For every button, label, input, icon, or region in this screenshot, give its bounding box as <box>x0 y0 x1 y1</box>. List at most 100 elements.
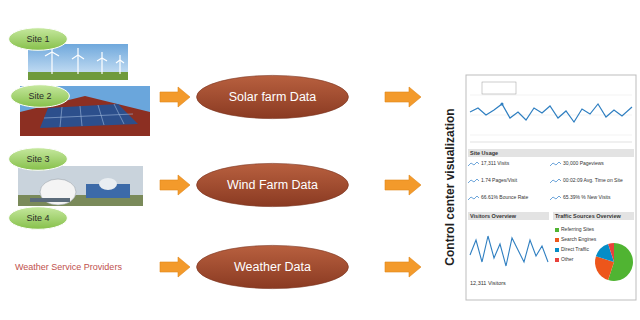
axis <box>470 142 632 143</box>
turbine-pole <box>77 55 78 74</box>
site-label: Site 1 <box>26 34 49 44</box>
grid-line <box>60 107 62 127</box>
turbine-blade <box>52 52 59 56</box>
turbines <box>45 44 124 74</box>
data-ellipse-shape <box>197 163 349 206</box>
dashboard-text: 17,311 Visits <box>481 161 509 167</box>
block-arrow <box>160 257 190 277</box>
site-oval: Site 3 <box>8 147 68 171</box>
sparkline <box>550 196 561 200</box>
turbine-blade <box>45 52 52 56</box>
block-arrow-connector <box>385 87 421 107</box>
solar-panel <box>40 104 138 128</box>
legend-text: Referring Sites <box>561 227 594 233</box>
site-oval-shape <box>9 207 68 230</box>
site-oval: Site 4 <box>8 206 68 230</box>
vertical-caption-holder: Control center visualization <box>440 72 462 302</box>
legend-text: Search Engines <box>561 237 596 243</box>
turbine-blade <box>77 48 78 55</box>
turbine-blade <box>102 58 107 61</box>
legend-text: Other <box>561 257 574 263</box>
data-label: Wind Farm Data <box>227 178 318 192</box>
dashboard-text: 00:02:09 Avg. Time on Site <box>563 178 623 184</box>
grid-line <box>80 106 82 126</box>
data-ellipse: Solar farm Data <box>195 74 350 120</box>
header-bar <box>553 212 634 220</box>
legend-row: Direct Traffic <box>555 247 589 253</box>
chart-grid <box>470 95 632 135</box>
data-label: Weather Data <box>234 260 311 274</box>
site-label: Site 3 <box>26 154 49 164</box>
site-oval-shape <box>11 85 70 108</box>
grid-line <box>470 95 632 96</box>
legend-swatch <box>555 228 559 232</box>
grid-line <box>98 105 104 125</box>
block-arrows <box>160 87 190 277</box>
data-label: Solar farm Data <box>229 90 317 104</box>
line-chart <box>470 104 632 122</box>
site-oval-shape <box>9 28 68 51</box>
site-oval-shape <box>9 148 68 171</box>
dashboard-text: Site Usage <box>470 150 498 156</box>
turbine-blade <box>72 55 78 59</box>
block-arrow <box>160 87 190 107</box>
turbine-pole <box>119 60 120 74</box>
dashboard-frame <box>466 75 636 300</box>
grid-line <box>44 114 133 118</box>
legend-swatch <box>555 248 559 252</box>
panel-grid <box>44 104 133 127</box>
visitors-chart <box>470 236 548 266</box>
source-label: Weather Service Providers <box>15 262 122 272</box>
vertical-caption: Control center visualization <box>444 108 458 265</box>
legend-row: Other <box>555 257 574 263</box>
base <box>30 198 70 202</box>
turbine-blade <box>120 60 124 63</box>
turbine-pole <box>101 58 102 74</box>
pie-slice <box>596 244 614 262</box>
legend-swatch <box>555 258 559 262</box>
grid-line <box>470 135 632 136</box>
sparkline <box>468 179 479 183</box>
data-ellipse: Wind Farm Data <box>195 162 350 208</box>
dashboard-text: 30,000 Pageviews <box>563 161 604 167</box>
sparklines <box>468 162 561 200</box>
sparkline <box>550 179 561 183</box>
turbine-pole <box>51 52 52 74</box>
sparkline <box>468 162 479 166</box>
block-arrow-connector <box>385 257 421 277</box>
dashboard-text: 65.39% % New Visits <box>563 195 610 201</box>
header-bar <box>468 212 549 220</box>
pie-slice <box>608 243 614 262</box>
turbine-blade <box>116 60 120 63</box>
sky <box>18 166 143 206</box>
turbine-blade <box>119 55 120 60</box>
solar-photo <box>20 86 150 136</box>
dashboard-text: Traffic Sources Overview <box>555 213 621 219</box>
sparkline <box>550 162 561 166</box>
block-arrow <box>160 175 190 195</box>
dashboard-text: Visitors Overview <box>470 213 516 219</box>
header-bar <box>468 149 634 157</box>
sparkline <box>468 196 479 200</box>
dashboard-panel: Control center visualization <box>440 72 637 302</box>
site-oval: Site 2 <box>10 84 70 108</box>
dashboard-text: 66.61% Bounce Rate <box>481 195 528 201</box>
site-oval: Site 1 <box>8 27 68 51</box>
block-arrow-connector <box>385 175 421 195</box>
data-ellipse-shape <box>197 75 349 118</box>
legend-text: Direct Traffic <box>561 247 589 253</box>
turbine-blade <box>97 58 102 61</box>
legend-swatch <box>555 238 559 242</box>
legend-row: Referring Sites <box>555 227 594 233</box>
data-ellipse-shape <box>197 245 349 288</box>
site-label: Site 2 <box>28 91 51 101</box>
site-label: Site 4 <box>26 213 49 223</box>
station-photo <box>18 166 143 206</box>
grid-line <box>114 104 124 124</box>
data-ellipse: Weather Data <box>195 244 350 290</box>
sky <box>20 86 150 136</box>
tooltip-box <box>482 82 516 94</box>
turbine-blade <box>78 55 84 59</box>
turbine-blade <box>101 52 102 58</box>
